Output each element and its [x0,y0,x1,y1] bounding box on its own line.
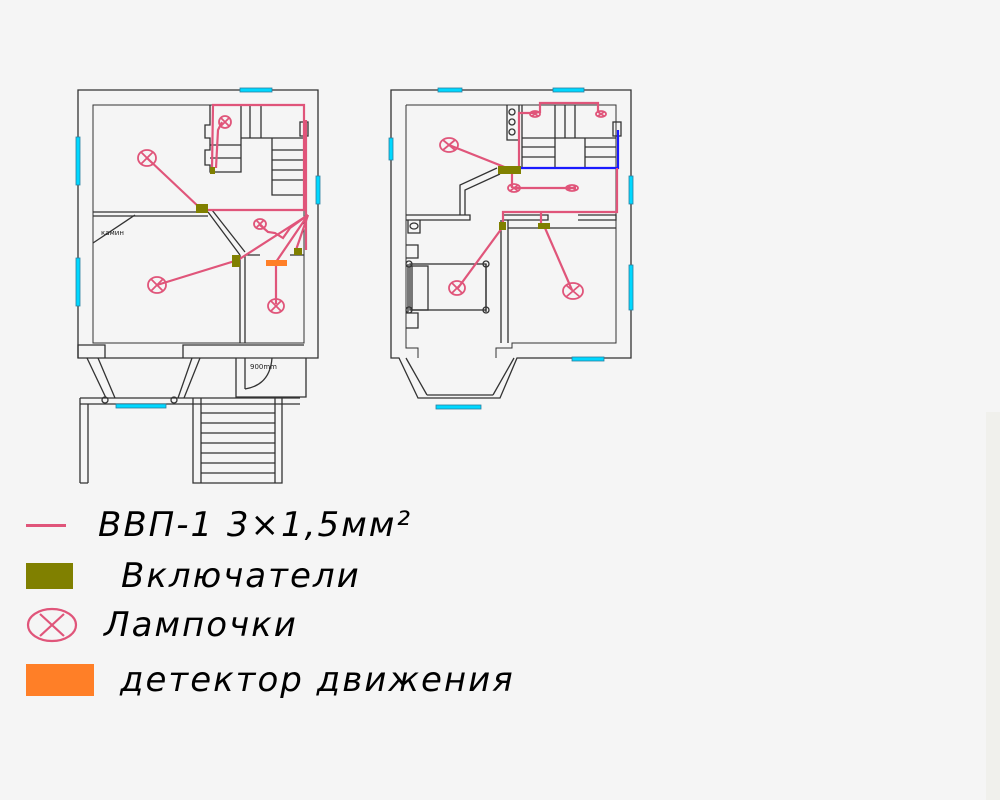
switch-icon [196,204,208,213]
switch-icon [232,255,240,267]
lamp-icon [439,137,459,153]
legend-label: Включатели [121,556,361,596]
ground-floor-lamps [137,115,285,314]
legend-item-lamps: Лампочки [26,605,298,645]
motion-detector-icon [26,664,94,696]
ground-floor-plan [77,89,319,484]
blue-cable [520,130,620,170]
upper-floor-cables [448,101,619,291]
switch-icon [210,167,215,174]
lamp-icon [595,110,607,118]
lamp-icon [562,282,584,300]
upper-floor-lamps [439,110,607,300]
legend-item-switches: Включатели [26,556,361,596]
lamp-icon [448,280,466,296]
legend-item-motion-detector: детектор движения [26,660,515,700]
switch-icon [538,223,550,229]
motion-detector-icon [266,260,287,266]
floor-plans: камин 900mm [75,87,634,484]
fireplace-label: камин [101,229,124,237]
legend-label: ВВП-1 3×1,5мм² [98,505,413,545]
switch-icon [498,166,521,174]
lamp-icon [218,115,232,129]
lamp-icon [137,149,157,167]
lamp-icon [267,298,285,314]
switch-icon [26,563,73,589]
ground-floor-cables [146,103,310,304]
legend-label: детектор движения [120,660,515,700]
lamp-icon [253,218,267,230]
lamp-icon [529,110,541,118]
door-width-label: 900mm [250,363,277,371]
upper-floor-plan [390,89,632,399]
upper-floor-switches [498,166,550,230]
switch-icon [294,248,302,255]
cable-line-icon [26,523,66,527]
ground-floor-windows [75,87,321,409]
lamp-icon [507,183,521,193]
lamp-icon [147,276,167,294]
lamp-icon [26,607,78,643]
edge-strip [986,412,1000,800]
lamp-icon [565,184,579,192]
upper-floor-windows [388,87,634,410]
legend-item-cable: ВВП-1 3×1,5мм² [26,505,412,545]
switch-icon [499,222,506,230]
legend-label: Лампочки [104,605,298,645]
ground-floor-switches [196,167,302,267]
